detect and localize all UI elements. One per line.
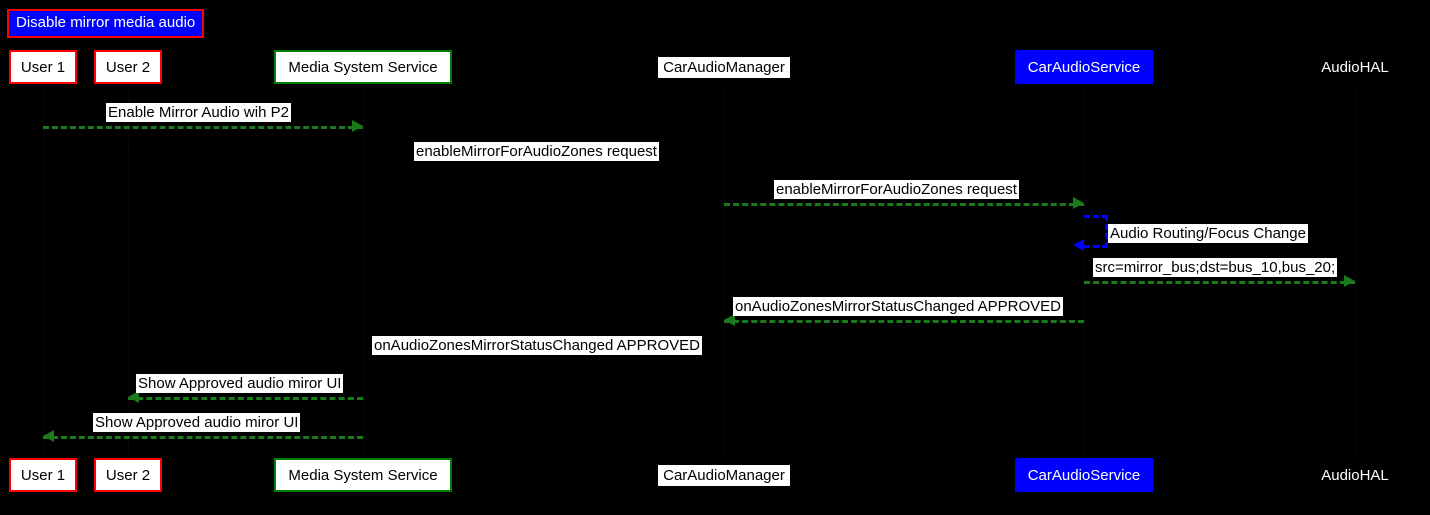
participant-foot-cam[interactable]: CarAudioManager: [658, 464, 790, 486]
participant-label: User 2: [105, 466, 151, 484]
participant-foot-cas[interactable]: CarAudioService: [1015, 458, 1153, 492]
participant-head-cas[interactable]: CarAudioService: [1015, 50, 1153, 84]
self-message-loop-m4-self[interactable]: [1073, 215, 1108, 251]
arrowhead-right-icon: [1344, 275, 1355, 287]
message-line: [128, 397, 363, 400]
participant-head-hal[interactable]: AudioHAL: [1313, 57, 1397, 78]
message-label-m7: onAudioZonesMirrorStatusChanged APPROVED: [372, 336, 703, 355]
lifeline-hal: [1355, 84, 1356, 458]
message-label-m2: enableMirrorForAudioZones request: [414, 142, 659, 161]
message-label-m1: Enable Mirror Audio wih P2: [106, 103, 291, 122]
arrowhead-left-icon: [724, 314, 735, 326]
participant-label: User 2: [105, 58, 151, 76]
message-line: [1084, 281, 1355, 284]
message-label-m8: Show Approved audio miror UI: [136, 374, 344, 393]
participant-head-mss[interactable]: Media System Service: [274, 50, 452, 84]
message-line: [724, 320, 1084, 323]
participant-label: CarAudioManager: [663, 58, 785, 76]
participant-foot-hal[interactable]: AudioHAL: [1313, 465, 1397, 486]
lifeline-mss: [363, 84, 364, 458]
participant-label: CarAudioService: [1027, 466, 1141, 484]
arrowhead-left-icon: [1073, 239, 1084, 251]
participant-foot-mss[interactable]: Media System Service: [274, 458, 452, 492]
participant-label: User 1: [20, 466, 66, 484]
participant-label: CarAudioManager: [663, 466, 785, 484]
participant-label: Media System Service: [288, 466, 438, 484]
arrowhead-left-icon: [128, 391, 139, 403]
diagram-title: Disable mirror media audio: [7, 9, 205, 38]
lifeline-cam: [724, 84, 725, 458]
lifeline-user1: [43, 84, 44, 458]
participant-foot-user1[interactable]: User 1: [9, 458, 77, 492]
message-line: [43, 126, 363, 129]
message-label-m6: onAudioZonesMirrorStatusChanged APPROVED: [733, 297, 1064, 316]
arrowhead-left-icon: [43, 430, 54, 442]
lifeline-user2: [128, 84, 129, 458]
lifeline-cas: [1084, 84, 1085, 458]
arrowhead-right-icon: [1073, 197, 1084, 209]
participant-head-user2[interactable]: User 2: [94, 50, 162, 84]
participant-head-user1[interactable]: User 1: [9, 50, 77, 84]
participant-label: CarAudioService: [1027, 58, 1141, 76]
message-line: [43, 436, 363, 439]
message-label-m5: src=mirror_bus;dst=bus_10,bus_20;: [1093, 258, 1338, 277]
arrowhead-right-icon: [352, 120, 363, 132]
participant-label: AudioHAL: [1321, 466, 1389, 484]
message-label-m3: enableMirrorForAudioZones request: [774, 180, 1019, 199]
participant-label: Media System Service: [288, 58, 438, 76]
message-line: [724, 203, 1084, 206]
participant-label: User 1: [20, 58, 66, 76]
message-label-m9: Show Approved audio miror UI: [93, 413, 301, 432]
message-label-m4-self: Audio Routing/Focus Change: [1108, 224, 1308, 243]
participant-foot-user2[interactable]: User 2: [94, 458, 162, 492]
participant-head-cam[interactable]: CarAudioManager: [658, 56, 790, 78]
participant-label: AudioHAL: [1321, 58, 1389, 76]
